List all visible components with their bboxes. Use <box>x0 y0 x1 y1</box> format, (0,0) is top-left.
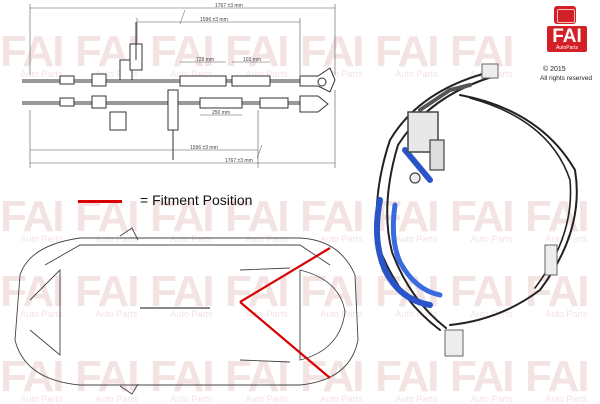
logo-subtext: AutoParts <box>556 45 578 51</box>
dimension-segment-c: 250 mm <box>212 110 231 116</box>
logo-text: FAI <box>552 26 582 47</box>
dimension-overall-bottom: 1767 ±3 mm <box>225 158 253 164</box>
dimension-segment-b: 103 mm <box>243 57 262 63</box>
logo-wordmark: FAI AutoParts <box>547 26 587 52</box>
fai-logo: FAI AutoParts <box>538 6 596 52</box>
legend-label: = Fitment Position <box>140 192 253 208</box>
logo-emblem-icon <box>554 6 576 24</box>
dimension-second-top: 1596 ±3 mm <box>200 17 228 23</box>
dimension-segment-a: 728 mm <box>196 57 215 63</box>
rights-text: All rights reserved <box>540 75 593 82</box>
dimension-first-bottom: 1596 ±3 mm <box>190 145 218 151</box>
copyright-text: © 2015 <box>543 66 566 73</box>
legend-red-line <box>78 200 122 203</box>
dimension-overall-top: 1767 ±3 mm <box>215 3 243 9</box>
